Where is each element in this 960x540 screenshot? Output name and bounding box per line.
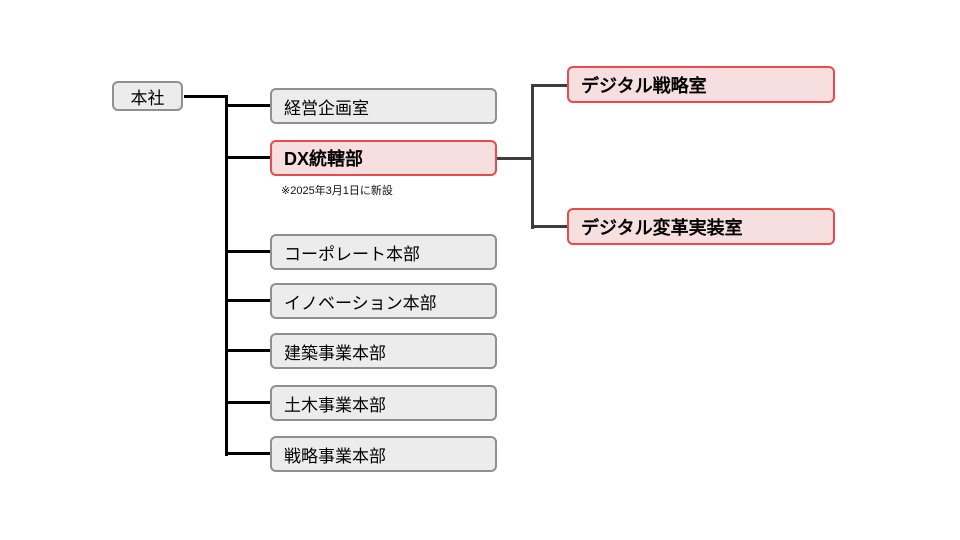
node-digital-strategy-office: デジタル戦略室: [567, 66, 835, 103]
connector-branch-strategic-business-hq: [225, 452, 270, 455]
node-digital-transformation-office-label: デジタル変革実装室: [581, 217, 743, 238]
connector-branch-corporate-hq: [225, 250, 270, 253]
connector-stub-digital-strategy: [531, 84, 568, 87]
node-corporate-planning-office: 経営企画室: [270, 88, 497, 124]
connector-branch-dx-division: [225, 156, 270, 159]
node-digital-transformation-office: デジタル変革実装室: [567, 208, 835, 245]
node-dx-division-label: DX統轄部: [284, 149, 364, 169]
connector-branch-construction-hq: [225, 349, 270, 352]
connector-dx-vertical: [531, 84, 534, 229]
node-strategic-business-hq-label: 戦略事業本部: [284, 446, 386, 466]
node-strategic-business-hq: 戦略事業本部: [270, 436, 497, 472]
node-corporate-planning-office-label: 経営企画室: [284, 98, 369, 118]
connector-dx-out: [497, 157, 534, 160]
node-construction-hq-label: 建築事業本部: [284, 343, 386, 363]
node-dx-division: DX統轄部: [270, 140, 497, 176]
connector-headoffice: [184, 95, 227, 98]
node-innovation-hq-label: イノベーション本部: [284, 293, 437, 313]
node-civil-engineering-hq-label: 土木事業本部: [284, 395, 386, 415]
node-construction-hq: 建築事業本部: [270, 333, 497, 369]
connector-branch-innovation-hq: [225, 299, 270, 302]
node-corporate-hq: コーポレート本部: [270, 234, 497, 270]
node-innovation-hq: イノベーション本部: [270, 283, 497, 319]
connector-branch-corporate-planning: [225, 104, 270, 107]
connector-trunk: [225, 95, 228, 456]
connector-branch-civil-engineering-hq: [225, 401, 270, 404]
node-civil-engineering-hq: 土木事業本部: [270, 385, 497, 421]
connector-stub-digital-transformation: [531, 225, 568, 228]
node-corporate-hq-label: コーポレート本部: [284, 244, 420, 264]
node-head-office: 本社: [112, 81, 183, 111]
dx-division-note: ※2025年3月1日に新設: [281, 185, 393, 197]
node-digital-strategy-office-label: デジタル戦略室: [581, 75, 707, 96]
node-head-office-label: 本社: [130, 88, 165, 108]
